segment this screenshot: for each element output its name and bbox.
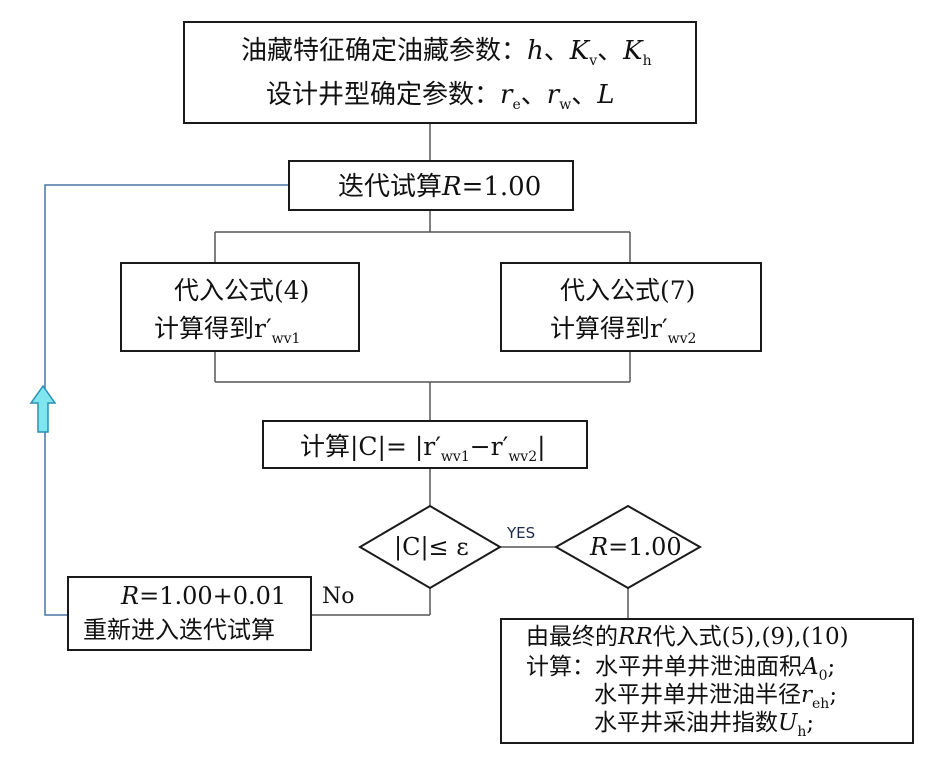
retry-line2: 重新进入迭代试算 <box>83 616 275 644</box>
no-label: No <box>322 584 355 609</box>
var-r-retry: R <box>121 582 140 610</box>
var-rw: r <box>546 80 560 110</box>
sub-h: h <box>642 53 652 69</box>
params-line2: 设计井型确定参数：re、rw、L <box>266 82 614 112</box>
decision-check-diamond <box>358 504 502 590</box>
result-line4: 水平井采油井指数Uh; <box>594 710 815 740</box>
calc-c-suffix: | <box>537 432 546 461</box>
result-line3-a: 水平井单井泄油半径 <box>594 682 801 708</box>
var-reh: r <box>801 682 812 708</box>
sub-wv1: wv1 <box>271 331 301 347</box>
params-line1: 油藏特征确定油藏参数：h、Kv、Kh <box>241 38 652 68</box>
sub-eh: eh <box>812 696 830 712</box>
sub-w: w <box>559 97 572 113</box>
sub-wv1: wv1 <box>440 449 470 465</box>
var-kh: K <box>623 36 643 66</box>
loop-up-arrow-icon <box>29 384 57 433</box>
formula7-box: 代入公式(7) 计算得到r′wv2 <box>500 262 762 352</box>
var-uh: U <box>778 710 798 736</box>
sub-wv2: wv2 <box>508 449 538 465</box>
semicolon: ; <box>806 710 815 736</box>
yes-label: YES <box>507 524 536 542</box>
result-line1-a: 由最终的 <box>526 624 618 650</box>
params-line2-text: 设计井型确定参数： <box>266 80 501 110</box>
sub-0: 0 <box>818 668 828 684</box>
sub-h: h <box>797 724 807 740</box>
result-line2-a: 计算：水平井单井泄油面积 <box>526 654 802 680</box>
formula4-line2: 计算得到r′wv1 <box>154 316 300 346</box>
formula7-line2-text: 计算得到r′ <box>550 314 668 343</box>
result-line2: 计算：水平井单井泄油面积A0; <box>526 654 836 684</box>
retry-value: =1.00+0.01 <box>139 582 287 610</box>
result-line1: 由最终的RR代入式(5),(9),(10) <box>526 626 849 649</box>
result-box: 由最终的RR代入式(5),(9),(10) 计算：水平井单井泄油面积A0; 水平… <box>500 618 914 744</box>
var-kv: K <box>569 36 590 66</box>
sub-wv2: wv2 <box>667 331 697 347</box>
separator: 、 <box>543 36 570 66</box>
iterate-box: 迭代试算R=1.00 <box>288 160 574 211</box>
var-h: h <box>527 36 544 66</box>
decision-check-text: |C|≤ ε <box>394 533 469 561</box>
formula4-box: 代入公式(4) 计算得到r′wv1 <box>120 262 360 352</box>
final-value: =1.00 <box>608 533 682 561</box>
result-line1-b: 代入式(5),(9),(10) <box>652 624 849 650</box>
sub-v: v <box>589 53 598 69</box>
decision-final-text: R=1.00 <box>590 535 682 559</box>
var-l: L <box>597 80 615 110</box>
var-rr: RR <box>618 624 653 650</box>
calc-c-box: 计算|C|= |r′wv1−r′wv2| <box>262 420 588 469</box>
result-line4-a: 水平井采油井指数 <box>594 710 778 736</box>
semicolon: ; <box>829 682 838 708</box>
var-r-final: R <box>590 533 609 561</box>
formula4-line1: 代入公式(4) <box>174 276 310 305</box>
params-box: 油藏特征确定油藏参数：h、Kv、Kh 设计井型确定参数：re、rw、L <box>183 21 697 124</box>
var-re: r <box>500 80 513 110</box>
retry-line1: R=1.00+0.01 <box>121 584 286 608</box>
formula7-line2: 计算得到r′wv2 <box>550 316 696 346</box>
separator: 、 <box>520 80 547 110</box>
formula4-line2-text: 计算得到r′ <box>154 314 272 343</box>
semicolon: ; <box>827 654 836 680</box>
iterate-label: 迭代试算 <box>338 172 443 202</box>
var-r-iterate: R <box>442 172 462 202</box>
params-line1-text: 油藏特征确定油藏参数： <box>241 36 528 66</box>
sub-e: e <box>512 97 521 113</box>
separator: 、 <box>571 80 598 110</box>
separator: 、 <box>597 36 624 66</box>
loop-back-line <box>44 184 288 616</box>
iterate-text: 迭代试算R=1.00 <box>338 174 541 200</box>
formula7-line1: 代入公式(7) <box>560 276 696 305</box>
result-line3: 水平井单井泄油半径reh; <box>594 682 838 712</box>
retry-box: R=1.00+0.01 重新进入迭代试算 <box>67 576 312 651</box>
calc-c-prefix: 计算|C|= |r′ <box>300 432 441 461</box>
decision-final-diamond <box>553 504 703 590</box>
calc-c-text: 计算|C|= |r′wv1−r′wv2| <box>300 434 546 464</box>
var-a0: A <box>802 654 819 680</box>
calc-c-minus: −r′ <box>469 432 509 461</box>
iterate-value: =1.00 <box>461 172 542 202</box>
